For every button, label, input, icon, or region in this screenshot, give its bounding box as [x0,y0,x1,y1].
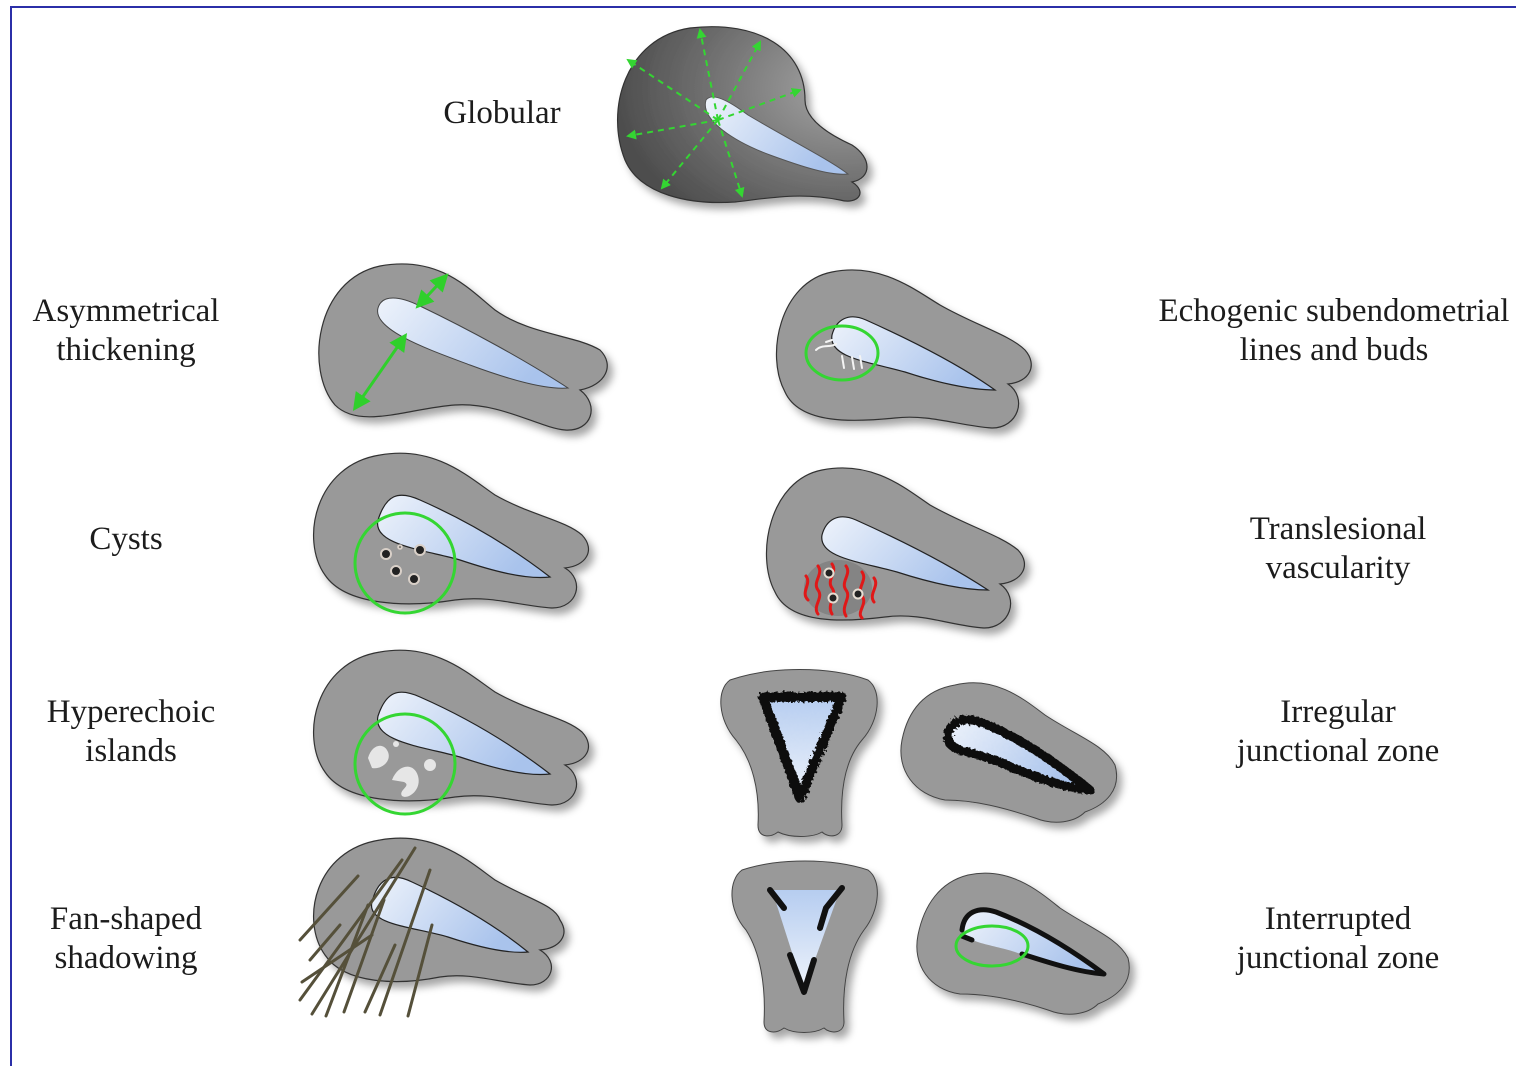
diagram-art [0,0,1516,1054]
